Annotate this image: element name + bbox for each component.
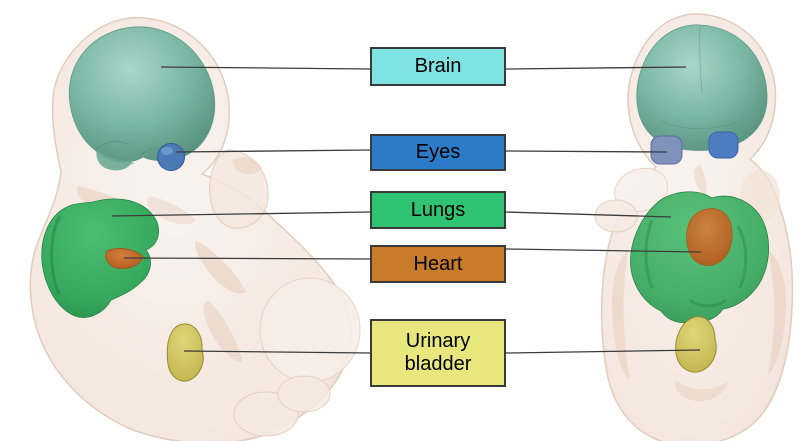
- lungs-shading-front: [644, 219, 748, 308]
- body-inner-shading-side: [76, 149, 361, 437]
- lungs-organ-side: [41, 198, 159, 318]
- label-text-brain: Brain: [414, 55, 462, 77]
- label-box-brain: Brain: [370, 47, 506, 86]
- leader-eyes-right: [505, 150, 668, 153]
- fetus-model-side-view: [29, 16, 361, 441]
- eye-organ-side: [157, 143, 185, 171]
- label-box-urinary-bladder: Urinary bladder: [370, 319, 506, 387]
- eye-right-organ-front: [708, 131, 739, 159]
- label-box-heart: Heart: [370, 245, 506, 283]
- eye-left-organ-front: [650, 135, 683, 165]
- label-box-eyes: Eyes: [370, 134, 506, 171]
- label-text-heart: Heart: [413, 252, 463, 275]
- lungs-ridge-side: [50, 215, 62, 295]
- leader-bladder-left: [183, 350, 371, 354]
- eye-highlight-side: [161, 147, 173, 155]
- leader-heart-left: [123, 257, 371, 260]
- fetus-model-front-view: [594, 13, 794, 441]
- cerebellum-bump-side: [96, 150, 133, 171]
- label-text-lungs: Lungs: [410, 198, 466, 221]
- leader-lines: [111, 66, 702, 354]
- label-box-lungs: Lungs: [370, 191, 506, 229]
- heart-organ-front: [686, 208, 733, 266]
- leader-eyes-left: [175, 149, 371, 153]
- leader-lungs-left: [111, 211, 371, 217]
- leader-lungs-right: [505, 211, 672, 218]
- leader-brain-right: [505, 66, 687, 70]
- bladder-organ-front: [675, 316, 717, 373]
- label-text-eyes: Eyes: [415, 141, 461, 163]
- label-text-urinary-bladder: Urinary bladder: [404, 330, 472, 375]
- leader-bladder-right: [505, 349, 701, 354]
- leader-brain-left: [160, 66, 371, 70]
- bladder-organ-side: [166, 323, 204, 382]
- leader-heart-right: [505, 248, 702, 253]
- brain-fold-lines-front: [659, 25, 745, 130]
